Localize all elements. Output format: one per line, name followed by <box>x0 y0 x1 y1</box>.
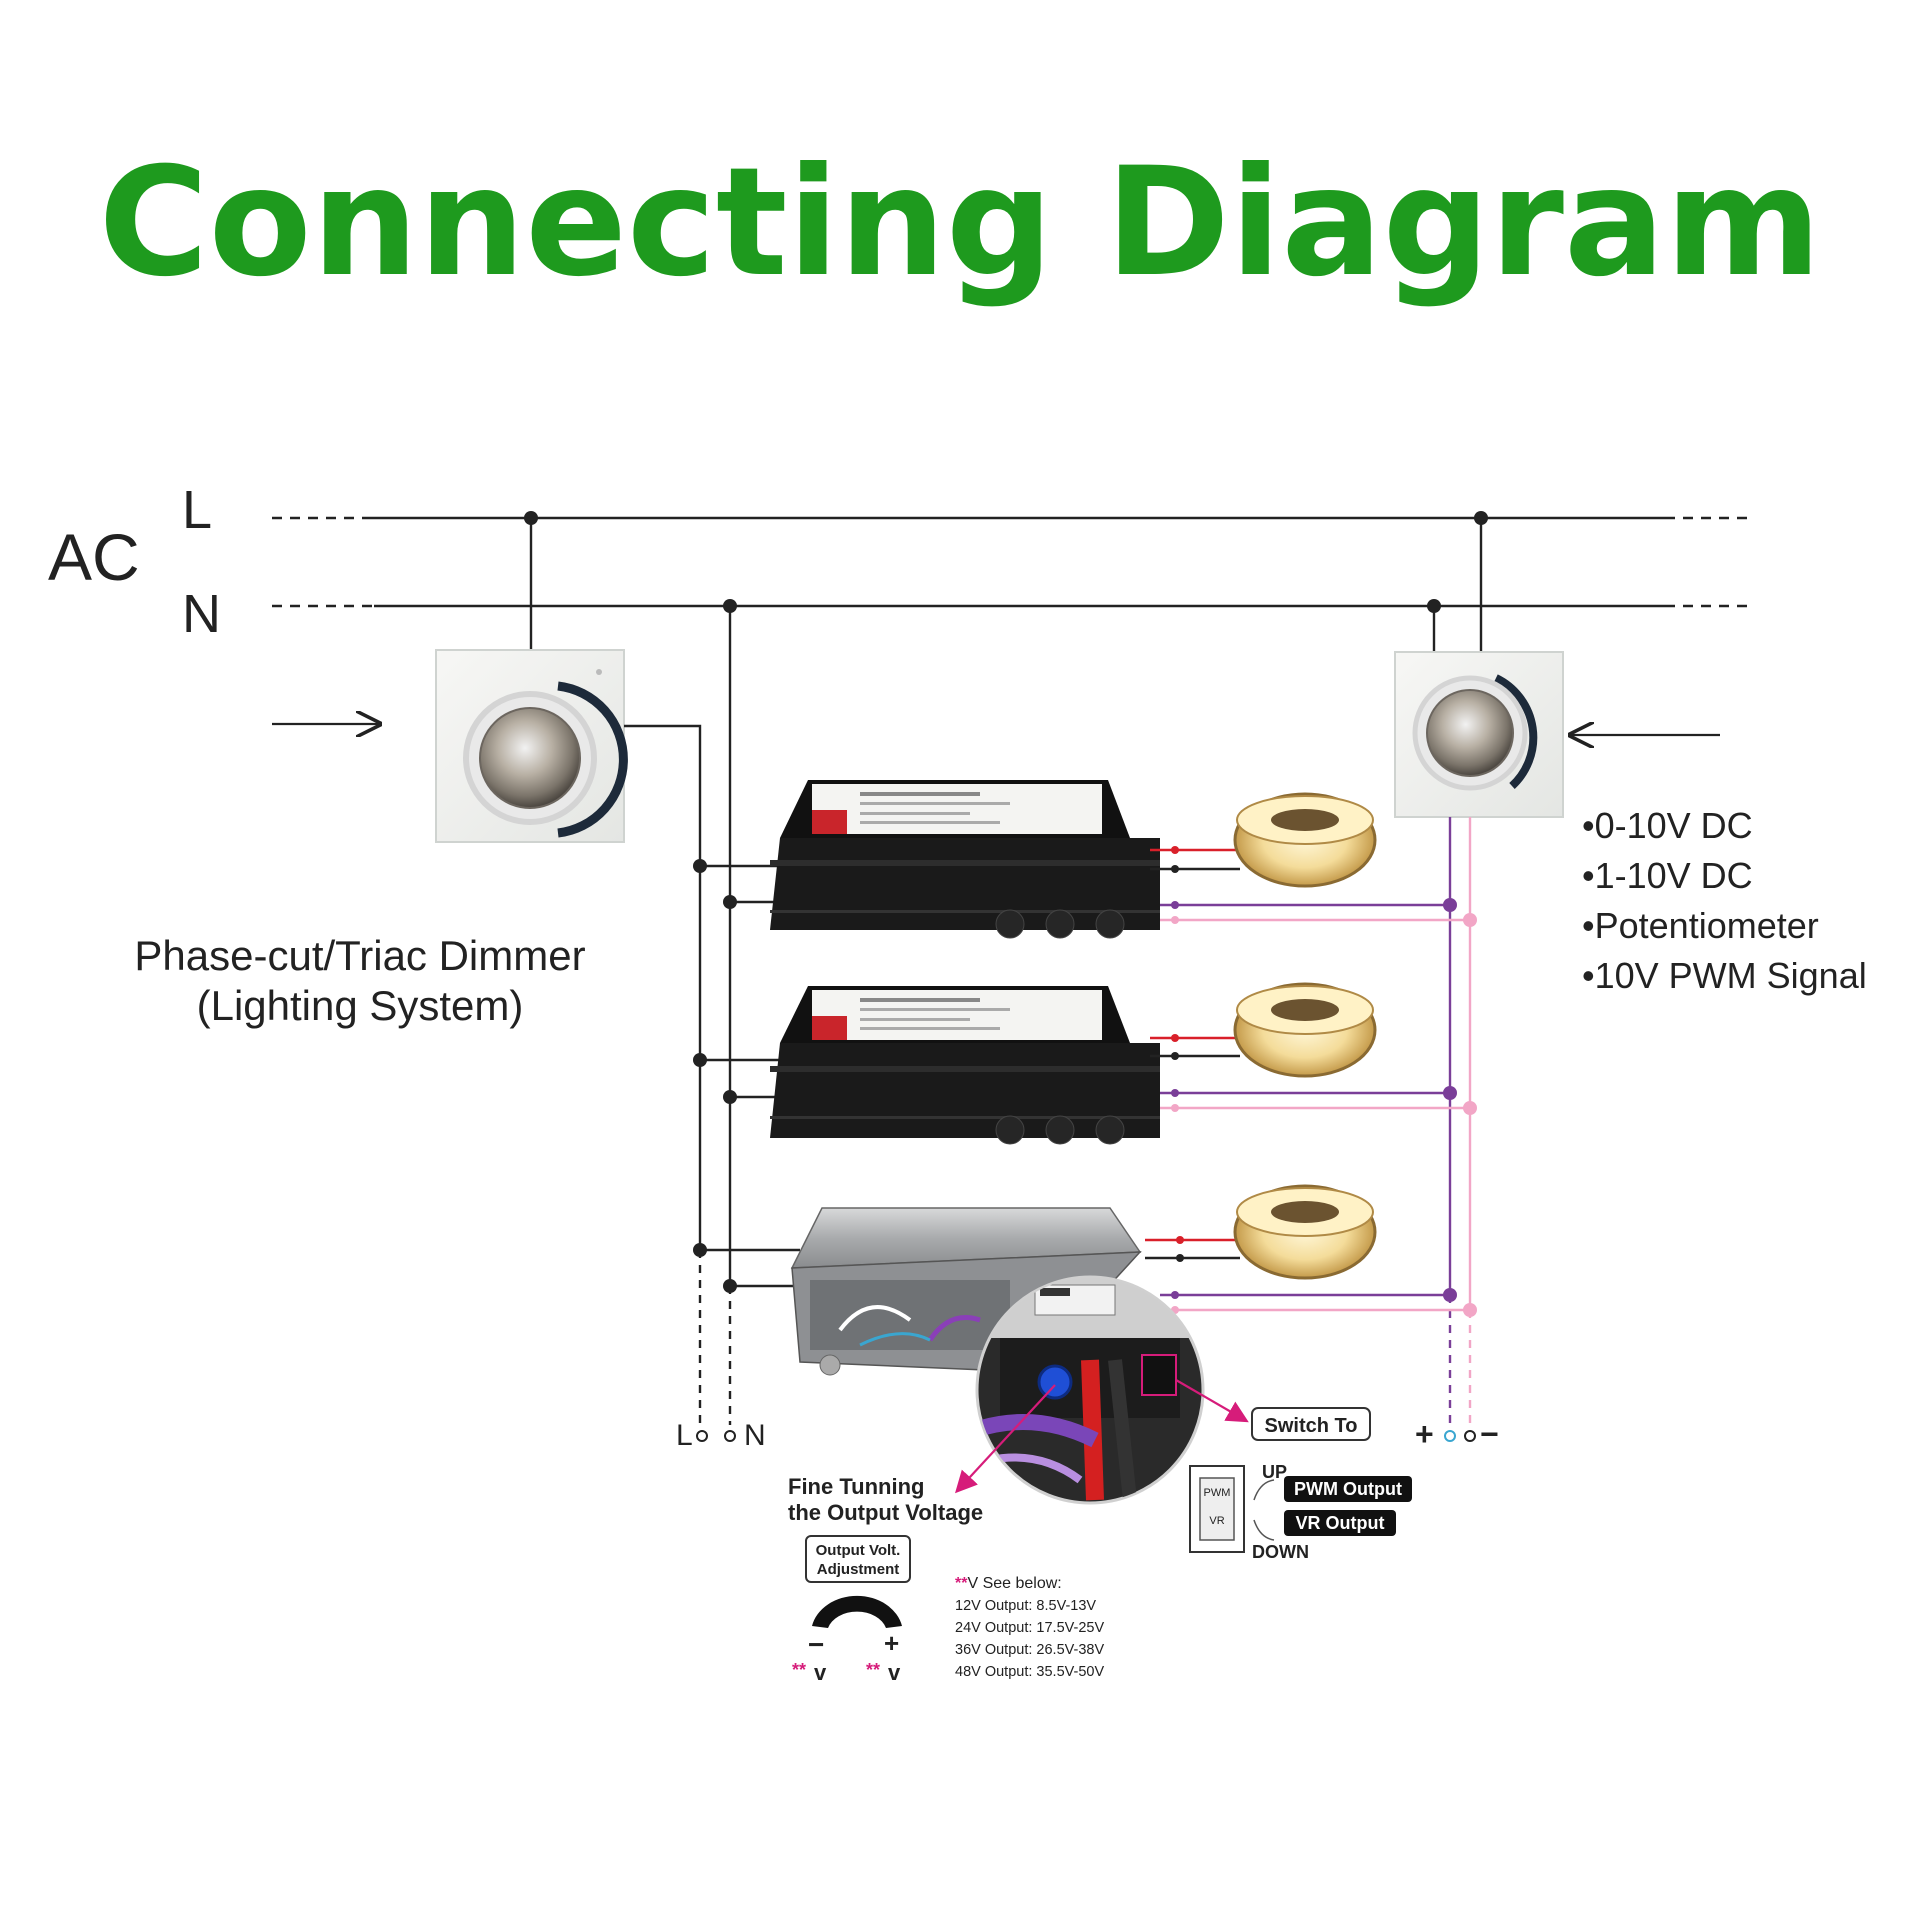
adjust-max-stars: ** <box>866 1660 880 1680</box>
adjust-min-v: v <box>814 1660 827 1685</box>
driver-3-output <box>1145 1236 1240 1262</box>
led-strip-3 <box>1233 1184 1377 1280</box>
adjust-plus: + <box>884 1628 899 1658</box>
adjust-min-stars: ** <box>792 1660 806 1680</box>
switch-arrow <box>1175 1379 1249 1423</box>
feeder-junctions <box>693 599 737 1293</box>
dim-signal-wiring <box>1160 817 1472 1425</box>
line-label: L <box>182 480 212 540</box>
pwm-vr-switch: PWM VR <box>1189 1465 1275 1553</box>
driver-closeup <box>975 1275 1205 1505</box>
switch-to-label: Switch To <box>1265 1415 1358 1437</box>
dim-junctions <box>1171 898 1477 1317</box>
signal-item: •10V PWM Signal <box>1582 955 1867 996</box>
output-volt-box <box>805 1535 911 1583</box>
switch-down-label: DOWN <box>1252 1542 1309 1562</box>
terminal-minus-label: − <box>1480 1416 1499 1452</box>
dim-terminals: + − <box>1415 1416 1499 1452</box>
driver-1 <box>770 780 1160 939</box>
output-volt-line2: Adjustment <box>817 1561 900 1578</box>
terminal-plus-label: + <box>1415 1416 1434 1452</box>
signal-item: •Potentiometer <box>1582 905 1819 946</box>
voltage-range: 36V Output: 26.5V-38V <box>955 1642 1104 1658</box>
fine-tuning-line2: the Output Voltage <box>788 1500 983 1525</box>
led-strip-1 <box>1233 792 1377 888</box>
vr-output-badge <box>1284 1510 1396 1536</box>
driver-1-output <box>1150 846 1240 873</box>
output-volt-line1: Output Volt. <box>816 1542 901 1559</box>
neutral-label: N <box>182 584 221 644</box>
fine-tune-arrow <box>955 1384 1056 1494</box>
left-dimmer-caption-1: Phase-cut/Triac Dimmer <box>134 932 585 979</box>
ac-feeder-wiring <box>624 606 800 1425</box>
terminal-l-label: L <box>676 1419 693 1452</box>
adjust-max-v: v <box>888 1660 901 1685</box>
voltage-note: **V See below: <box>955 1575 1062 1592</box>
voltage-range: 24V Output: 17.5V-25V <box>955 1620 1104 1636</box>
voltage-range: 48V Output: 35.5V-50V <box>955 1664 1104 1680</box>
switch-to-box <box>1251 1407 1371 1441</box>
switch-up-label: UP <box>1262 1462 1287 1482</box>
right-dimmer <box>1394 511 1720 818</box>
left-dimmer-caption-2: (Lighting System) <box>197 982 524 1029</box>
driver-2 <box>770 986 1160 1145</box>
left-dimmer <box>272 511 628 843</box>
page-title: Connecting Diagram <box>99 136 1822 310</box>
signal-list: •0-10V DC •1-10V DC •Potentiometer •10V … <box>1582 805 1867 996</box>
ac-terminals: L N <box>676 1419 766 1452</box>
ac-label: AC <box>48 520 140 594</box>
signal-item: •1-10V DC <box>1582 855 1753 896</box>
adjust-knob-icon <box>812 1595 902 1628</box>
ac-bus <box>272 516 1750 608</box>
terminal-n-label: N <box>744 1419 766 1452</box>
voltage-range: 12V Output: 8.5V-13V <box>955 1598 1096 1614</box>
vr-output-label: VR Output <box>1296 1513 1385 1533</box>
fine-tuning-line1: Fine Tunning <box>788 1474 924 1499</box>
pwm-output-label: PWM Output <box>1294 1479 1402 1499</box>
switch-vr-label: VR <box>1209 1515 1224 1527</box>
driver-2-output <box>1150 1034 1240 1060</box>
voltage-range-list: 12V Output: 8.5V-13V 24V Output: 17.5V-2… <box>955 1598 1104 1680</box>
pwm-output-badge <box>1284 1476 1412 1502</box>
switch-pwm-label: PWM <box>1204 1487 1231 1499</box>
signal-item: •0-10V DC <box>1582 805 1753 846</box>
led-strip-2 <box>1233 982 1377 1078</box>
adjust-minus: − <box>808 1629 824 1660</box>
